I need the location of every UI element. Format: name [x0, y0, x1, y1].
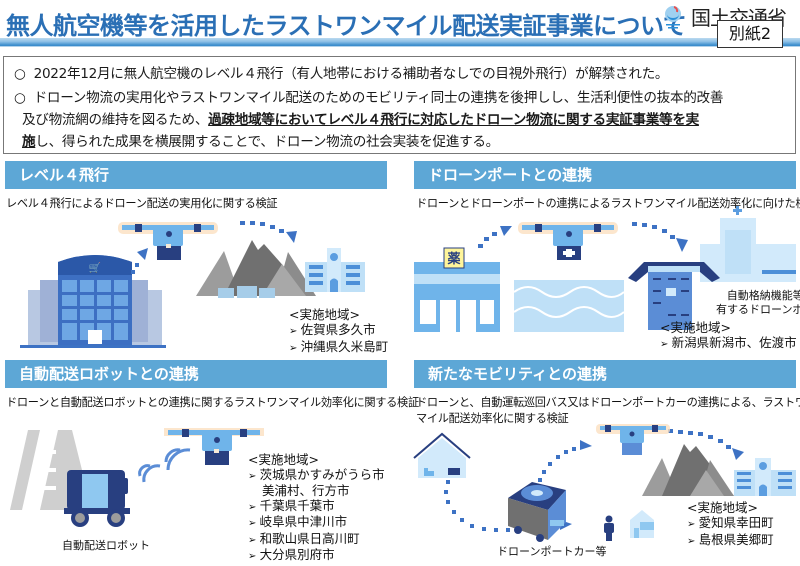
region-list: <実施地域> 茨城県かすみがうら市 美浦村、行方市 千葉県千葉市 岐阜県中津川市…	[248, 452, 385, 565]
summary-box: ○ 2022年12月に無人航空機のレベル４飛行（有人地帯における補助者なしでの目…	[3, 56, 796, 154]
bullet-icon: ○	[14, 66, 26, 82]
section-description: ドローンとドローンポートの連携によるラストワンマイル配送効率化に向けた検証	[416, 197, 800, 210]
page-title: 無人航空機等を活用したラストワンマイル配送実証事業について	[6, 12, 687, 40]
svg-text:🛒: 🛒	[89, 261, 101, 274]
droneport-caption: 自動格納機能等を 有するドローンポート	[716, 289, 800, 316]
summary-line-2: ○ ドローン物流の実用化やラストワンマイル配送のためのモビリティ同士の連携を後押…	[14, 90, 724, 106]
mountain-icon	[642, 444, 734, 496]
region-item: 和歌山県日高川町	[248, 531, 385, 549]
section-description: レベル４飛行によるドローン配送の実用化に関する検証	[6, 197, 278, 210]
region-item: 千葉県千葉市	[248, 498, 385, 516]
section-heading: 新たなモビリティとの連携	[414, 360, 796, 388]
pharmacy-store-icon: 薬	[414, 247, 500, 332]
signal-waves-icon	[138, 448, 191, 483]
level4-illustration: 🛒	[20, 221, 365, 348]
hospital-icon	[700, 206, 796, 282]
section-heading: レベル４飛行	[5, 161, 387, 189]
drone-icon	[596, 424, 670, 455]
robot-caption: 自動配送ロボット	[62, 539, 150, 552]
droneport-illustration: 薬	[414, 206, 796, 332]
warehouse-icon	[413, 432, 471, 478]
section-description: マイル配送効率化に関する検証	[416, 412, 569, 425]
summary-line-4: 施し、得られた成果を横展開することで、ドローン物流の社会実装を促進する。	[22, 134, 499, 150]
store-sign: 薬	[446, 251, 461, 267]
attachment-badge: 別紙2	[717, 20, 783, 48]
region-item: 新潟県新潟市、佐渡市	[660, 335, 797, 352]
emphasis-text: 施	[22, 134, 36, 150]
title-bar: 無人航空機等を活用したラストワンマイル配送実証事業について 国土交通省 別紙2	[0, 0, 800, 52]
section-description: ドローンと、自動運転巡回バス又はドローンポートカーの連携による、ラストワン	[416, 396, 800, 409]
house-icon	[630, 510, 654, 538]
region-label: <実施地域>	[248, 452, 319, 467]
region-item: 美浦村、行方市	[262, 483, 350, 498]
region-label: <実施地域>	[687, 500, 758, 515]
dotted-arrow-icon	[632, 222, 688, 252]
region-list: <実施地域> 新潟県新潟市、佐渡市	[660, 320, 797, 352]
section-description: ドローンと自動配送ロボットとの連携に関するラストワンマイル効率化に関する検証	[6, 396, 419, 409]
summary-line-1: ○ 2022年12月に無人航空機のレベル４飛行（有人地帯における補助者なしでの目…	[14, 66, 669, 82]
region-item: 茨城県かすみがうら市	[248, 467, 385, 485]
region-item: 大分県別府市	[248, 547, 385, 565]
region-label: <実施地域>	[289, 307, 360, 322]
region-item: 沖縄県久米島町	[289, 339, 389, 356]
delivery-robot-icon	[64, 470, 130, 527]
summary-line-3: 及び物流網の維持を図るため、過疎地域等においてレベル４飛行に対応したドローン物流…	[22, 112, 699, 128]
section-heading: 自動配送ロボットとの連携	[5, 360, 387, 388]
region-label: <実施地域>	[660, 320, 731, 335]
shopping-mall-icon: 🛒	[20, 255, 166, 348]
delivery-robot-illustration	[10, 428, 264, 527]
ministry-logo-icon	[663, 5, 683, 29]
dotted-arrow-icon	[131, 248, 148, 274]
emphasis-text: 過疎地域等においてレベル４飛行に対応したドローン物流に関する実証事業等を実	[208, 112, 699, 128]
bullet-icon: ○	[14, 90, 26, 106]
region-item: 愛知県幸田町	[687, 515, 774, 532]
school-icon	[305, 248, 365, 292]
car-caption: ドローンポートカー等	[497, 545, 607, 558]
region-list: <実施地域> 愛知県幸田町 島根県美郷町	[687, 500, 774, 549]
region-list: <実施地域> 佐賀県多久市 沖縄県久米島町	[289, 307, 388, 356]
person-icon	[604, 515, 614, 541]
school-icon	[734, 458, 796, 496]
drone-icon	[118, 222, 218, 260]
region-item: 岐阜県中津川市	[248, 514, 385, 532]
title-underline	[0, 38, 800, 47]
region-item: 佐賀県多久市	[289, 322, 388, 339]
drone-icon	[518, 222, 618, 260]
dotted-path-icon	[444, 429, 744, 532]
water-icon	[513, 280, 625, 332]
dotted-arrow-icon	[478, 226, 512, 248]
dotted-arrow-icon	[240, 221, 297, 243]
mobility-illustration	[413, 424, 796, 542]
drone-port-icon	[628, 262, 720, 330]
drone-icon	[164, 428, 264, 465]
region-item: 島根県美郷町	[687, 532, 774, 549]
section-heading: ドローンポートとの連携	[414, 161, 796, 189]
drone-port-car-icon	[508, 482, 566, 542]
